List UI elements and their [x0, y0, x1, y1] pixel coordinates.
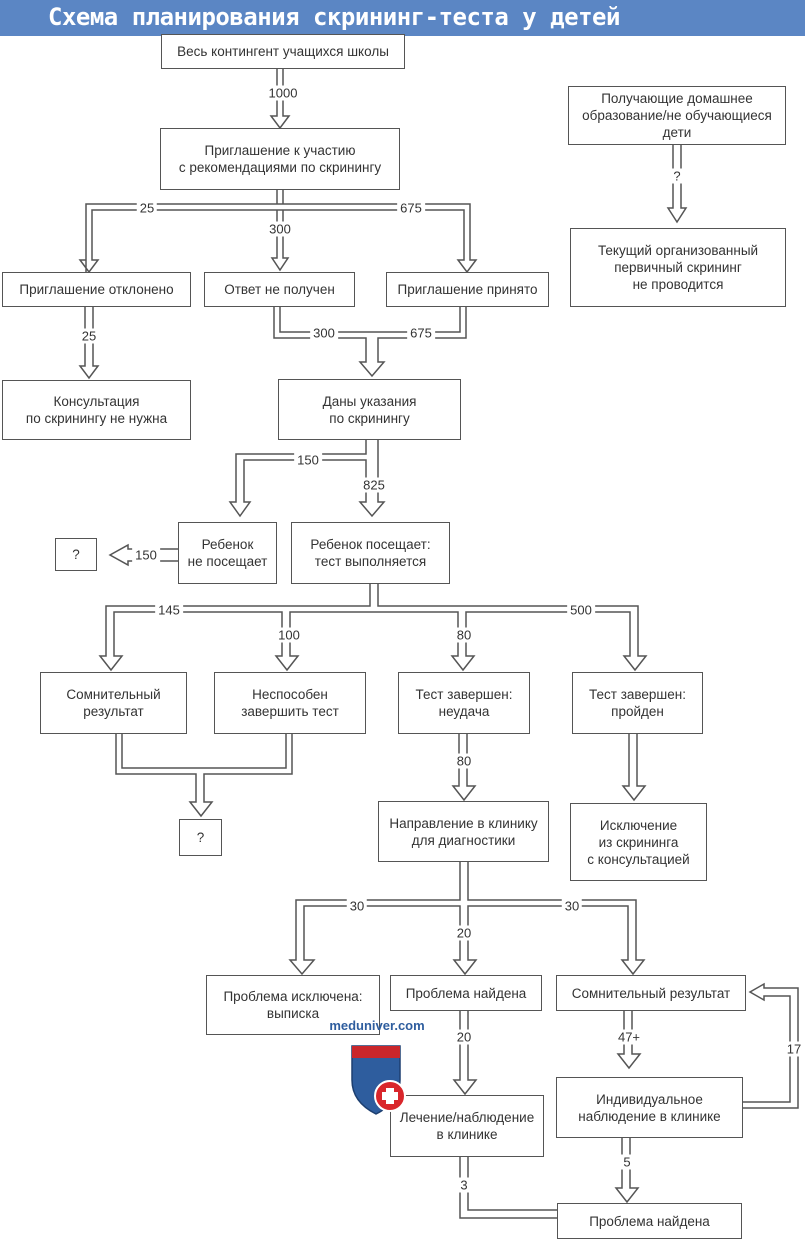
box-no-response: Ответ не получен — [204, 272, 355, 307]
arrow-b11-q — [108, 543, 178, 567]
count-referral-80: 80 — [453, 753, 475, 769]
count-unknown-150: 150 — [132, 547, 160, 563]
shield-cross-icon — [351, 1045, 406, 1115]
box-invitation-declined: Приглашение отклонено — [2, 272, 191, 307]
count-consultation-25: 25 — [78, 328, 100, 344]
split-bus-2 — [228, 440, 386, 518]
page-title: Схема планирования скрининг-теста у дете… — [48, 3, 620, 31]
title-banner: Схема планирования скрининг-теста у дете… — [0, 0, 805, 36]
count-unable-100: 100 — [275, 627, 303, 643]
box-consultation-not-needed: Консультация по скринингу не нужна — [2, 380, 191, 440]
count-1000: 1000 — [265, 85, 301, 101]
arrow-b15-b18 — [451, 734, 477, 802]
count-declined-25: 25 — [136, 200, 158, 216]
count-failed-80: 80 — [453, 627, 475, 643]
count-passed-500: 500 — [567, 602, 595, 618]
arrow-b5-b8 — [78, 306, 100, 380]
count-attending-825: 825 — [360, 477, 388, 493]
count-merge-675: 675 — [407, 325, 435, 341]
box-child-attending: Ребенок посещает: тест выполняется — [291, 522, 450, 584]
merge-b13-b14 — [115, 734, 293, 818]
count-not-attending-150: 150 — [294, 452, 322, 468]
box-unable-to-complete: Неспособен завершить тест — [214, 672, 366, 734]
box-individual-observation: Индивидуальное наблюдение в клинике — [556, 1077, 743, 1138]
connector-b2-split — [276, 190, 284, 204]
arrow-to-b6 — [270, 210, 290, 272]
count-no-response-300: 300 — [266, 221, 294, 237]
box-invitation: Приглашение к участию с рекомендациями п… — [160, 128, 400, 190]
split-bus-3 — [98, 584, 648, 672]
count-loop-17: 17 — [783, 1041, 805, 1057]
box-invitation-accepted: Приглашение принято — [386, 272, 549, 307]
count-back-3: 3 — [457, 1177, 471, 1193]
arrow-b21-b23 — [452, 1010, 478, 1096]
count-home-unknown: ? — [670, 168, 684, 184]
box-all-students: Весь контингент учащихся школы — [161, 34, 405, 69]
box-problem-found-1: Проблема найдена — [390, 975, 542, 1011]
arrow-b22-b24 — [616, 1010, 642, 1070]
count-found-5: 5 — [620, 1154, 634, 1170]
box-home-schooled: Получающие домашнее образование/не обуча… — [568, 86, 786, 145]
loop-b24-b22 — [743, 982, 799, 1109]
count-merge-300: 300 — [310, 325, 338, 341]
count-excluded-30: 30 — [346, 898, 368, 914]
arrow-b3-b4 — [666, 145, 688, 224]
count-accepted-675: 675 — [397, 200, 425, 216]
box-instructions-given: Даны указания по скринингу — [278, 379, 461, 440]
box-problem-excluded: Проблема исключена: выписка — [206, 975, 380, 1035]
box-doubtful-result-1: Сомнительный результат — [40, 672, 187, 734]
count-found-20: 20 — [453, 925, 475, 941]
box-clinic-treatment: Лечение/наблюдение в клинике — [390, 1095, 544, 1157]
box-excluded-with-consultation: Исключение из скрининга с консультацией — [570, 803, 707, 881]
merge-b6-b7 — [273, 306, 467, 378]
watermark-text: meduniver.com — [329, 1018, 425, 1033]
box-test-passed: Тест завершен: пройден — [572, 672, 703, 734]
box-child-not-attending: Ребенок не посещает — [178, 522, 277, 584]
box-no-screening: Текущий организованный первичный скринин… — [570, 228, 786, 307]
box-problem-found-2: Проблема найдена — [557, 1203, 742, 1239]
split-bus-4 — [288, 862, 646, 976]
box-unknown-2: ? — [179, 819, 222, 856]
arrow-b16-b19 — [621, 734, 647, 802]
split-bus-1 — [78, 203, 478, 274]
box-unknown-1: ? — [55, 538, 97, 571]
count-doubtful-145: 145 — [155, 602, 183, 618]
box-test-failed: Тест завершен: неудача — [398, 672, 530, 734]
meduniver-logo: meduniver.com — [322, 1018, 432, 1124]
count-doubtful-30: 30 — [561, 898, 583, 914]
arrow-b24-b25 — [614, 1138, 640, 1204]
box-doubtful-result-2: Сомнительный результат — [556, 975, 746, 1011]
count-treatment-20: 20 — [453, 1029, 475, 1045]
box-clinic-referral: Направление в клинику для диагностики — [378, 801, 549, 862]
count-observation-47: 47+ — [614, 1029, 644, 1045]
